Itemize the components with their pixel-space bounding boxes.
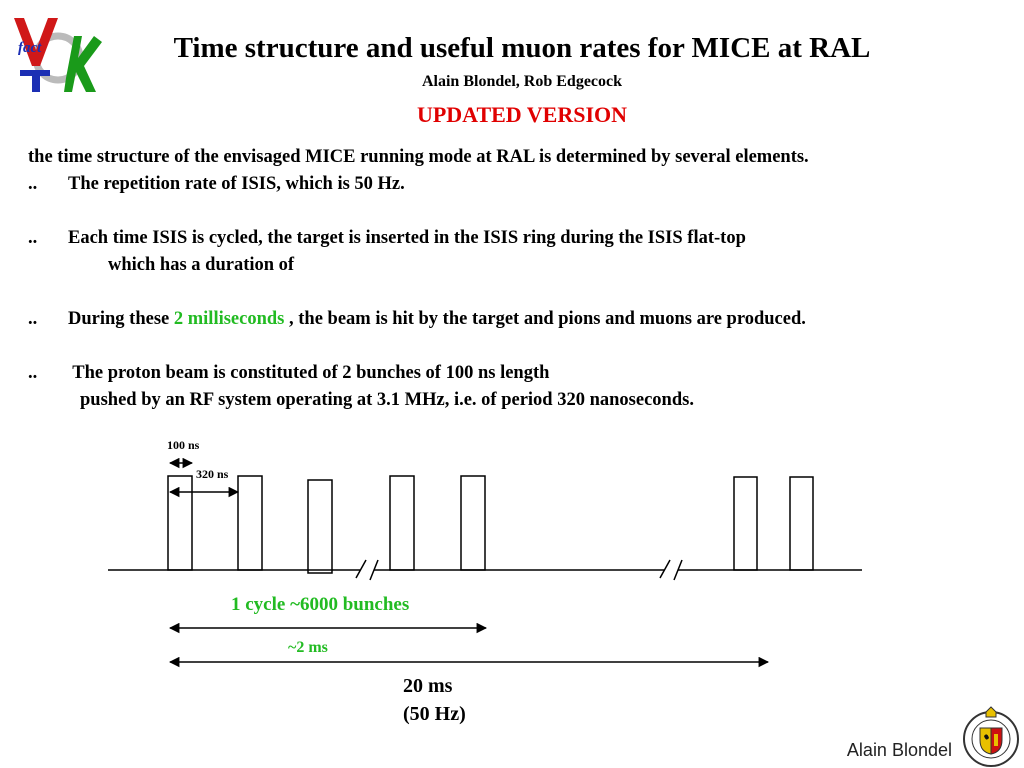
university-seal-icon: [963, 706, 1019, 767]
svg-text:fact: fact: [18, 40, 42, 56]
proton-bunch: [460, 475, 486, 571]
slide-title: Time structure and useful muon rates for…: [173, 32, 871, 64]
version-label: UPDATED VERSION: [416, 102, 628, 127]
proton-bunch: [167, 475, 193, 571]
proton-bunch: [789, 476, 814, 571]
fact-logo-icon: fact: [14, 18, 102, 92]
bullet-2-continuation: which has a duration of: [108, 255, 295, 275]
authors: Alain Blondel, Rob Edgecock: [421, 73, 623, 90]
proton-bunch: [237, 475, 263, 571]
bunch-period-label: 320 ns: [196, 467, 229, 481]
bullet-2: .. Each time ISIS is cycled, the target i…: [28, 225, 1018, 252]
cycle-label: 1 cycle ~6000 bunches: [231, 594, 409, 615]
bullet-1-text: The repetition rate of ISIS, which is 50…: [68, 174, 405, 194]
bullet-marker: ..: [28, 363, 38, 383]
bullet-4: .. The proton beam is constituted of 2 b…: [28, 360, 1018, 387]
bullet-2-text: Each time ISIS is cycled, the target is …: [68, 228, 746, 248]
bullet-3-text-pre: During these: [68, 309, 170, 329]
bullet-marker: ..: [28, 174, 38, 194]
intro-text: the time structure of the envisaged MICE…: [28, 147, 809, 167]
bullet-4-text: The proton beam is constituted of 2 bunc…: [72, 363, 550, 383]
bullet-marker: ..: [28, 228, 38, 248]
footer-author: Alain Blondel: [846, 740, 952, 760]
bullet-3: .. During these 2 milliseconds , the beam…: [28, 306, 1018, 333]
bullet-4-continuation: pushed by an RF system operating at 3.1 …: [80, 390, 694, 410]
bullet-marker: ..: [28, 309, 38, 329]
bullet-1: .. The repetition rate of ISIS, which is …: [28, 171, 1018, 198]
proton-bunch: [307, 479, 333, 574]
cycle-duration-label: ~2 ms: [288, 639, 328, 656]
frequency-label: (50 Hz): [403, 703, 466, 725]
period-label: 20 ms: [403, 675, 453, 697]
proton-bunch: [389, 475, 415, 571]
bunch-length-label: 100 ns: [167, 438, 200, 452]
highlight-duration: 2 milliseconds: [173, 309, 285, 329]
proton-bunch: [733, 476, 758, 571]
slide-body: the time structure of the envisaged MICE…: [28, 144, 1018, 414]
bullet-3-text-post: , the beam is hit by the target and pion…: [289, 309, 806, 329]
